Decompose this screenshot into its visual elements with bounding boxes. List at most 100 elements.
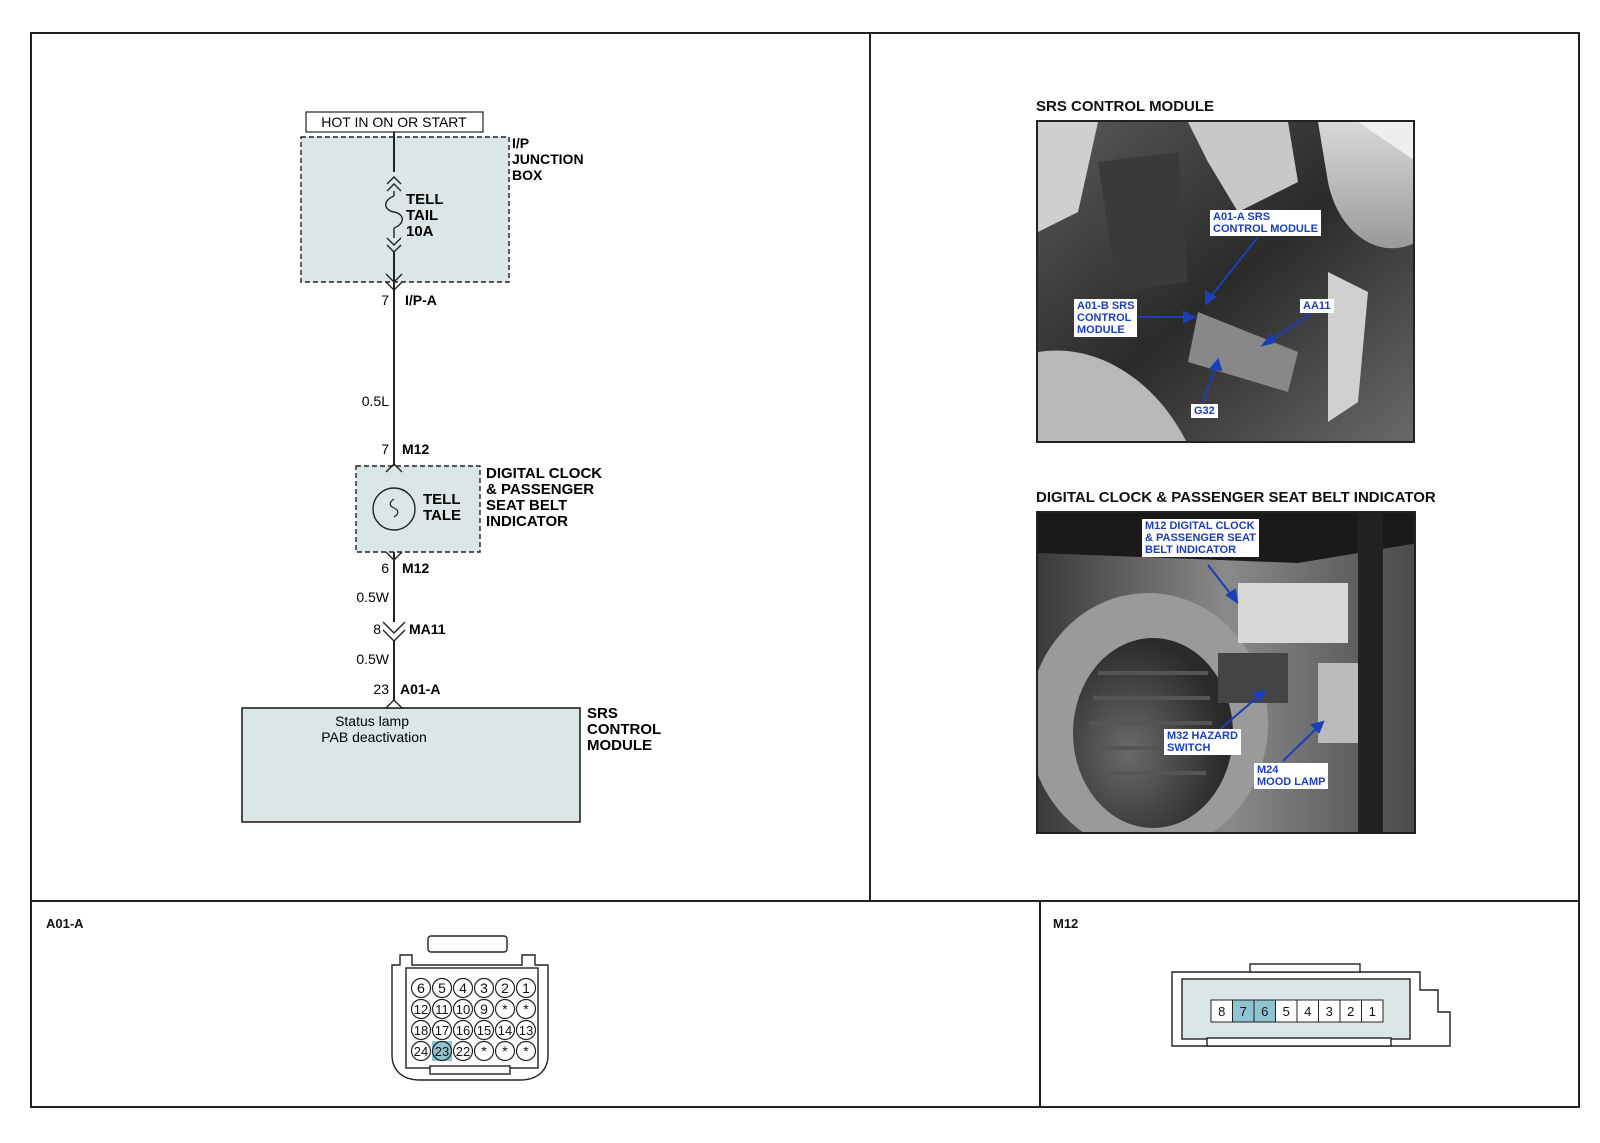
bottom-section-divider: [30, 900, 1580, 902]
lamp-label: TELL TALE: [423, 491, 464, 524]
pin-a01a-label: 9: [480, 1001, 488, 1017]
pin-a01a-22: [452, 1040, 474, 1062]
center-divider: [869, 32, 871, 902]
pin-a01a-label: 23: [435, 1044, 449, 1059]
pin-m12-label: 8: [1218, 1004, 1225, 1019]
pin-m12-bottom-connector: M12: [402, 560, 429, 576]
pin-a01a-5: [431, 977, 453, 999]
pin-ma11-connector: MA11: [409, 621, 446, 637]
wire-spec-2: 0.5W: [356, 589, 389, 605]
pin-a01a-label: 13: [519, 1023, 533, 1038]
pin-a01a-label: 18: [414, 1023, 428, 1038]
srs-module-label: SRS CONTROL MODULE: [587, 705, 665, 754]
callout-g32: G32: [1191, 404, 1218, 418]
junction-box-label: I/P JUNCTION BOX: [512, 135, 587, 183]
connector-mark-ipa: [385, 273, 403, 291]
clock-photo-title: DIGITAL CLOCK & PASSENGER SEAT BELT INDI…: [1036, 489, 1436, 506]
srs-module-box: [241, 707, 581, 823]
callout-m24-mood: M24 MOOD LAMP: [1254, 763, 1329, 789]
callout-m12-clock: M12 DIGITAL CLOCK & PASSENGER SEAT BELT …: [1142, 519, 1259, 557]
srs-photo-scene: [1038, 122, 1413, 441]
pin-a01a-23: [431, 1040, 453, 1062]
pin-m12-label: 7: [1240, 1004, 1247, 1019]
junction-box: [300, 136, 510, 283]
pin-a01a-label: 15: [477, 1023, 491, 1038]
pin-a01a-13: [515, 1019, 537, 1041]
pin-m12-label: 1: [1369, 1004, 1376, 1019]
wire-spec-1: 0.5L: [362, 393, 389, 409]
pin-m12-bottom-number: 6: [381, 560, 389, 576]
fuse-icon: [385, 172, 403, 253]
page-frame: [30, 32, 1580, 1108]
pin-ipa-connector: I/P-A: [405, 292, 437, 308]
pin-a01a-label: 4: [459, 980, 467, 996]
pin-m12-label: 5: [1283, 1004, 1290, 1019]
connector-m12-title: M12: [1053, 916, 1079, 931]
pin-a01a-3: [473, 977, 495, 999]
srs-module-photo: A01-A SRS CONTROL MODULE A01-B SRS CONTR…: [1036, 120, 1415, 443]
pin-a01a-*: [515, 998, 537, 1020]
pin-a01a-*: [494, 1040, 516, 1062]
indicator-label: DIGITAL CLOCK & PASSENGER SEAT BELT INDI…: [486, 465, 606, 530]
pin-a01a-15: [473, 1019, 495, 1041]
pin-a01a-label: 1: [522, 980, 530, 996]
pin-a01a-17: [431, 1019, 453, 1041]
pin-m12-top-connector: M12: [402, 441, 429, 457]
connector-mark-ma11: [382, 621, 406, 642]
pin-a01a-4: [452, 977, 474, 999]
pin-a01a-label: *: [481, 1043, 487, 1059]
pin-a01a-label: 17: [435, 1023, 449, 1038]
connector-divider: [1039, 900, 1041, 1108]
pin-a01a-11: [431, 998, 453, 1020]
pin-a01-connector: A01-A: [400, 681, 440, 697]
pin-a01a-label: *: [502, 1001, 508, 1017]
fuse-label: TELL TAIL 10A: [406, 191, 447, 240]
connector-mark-m12-bottom: [385, 551, 403, 561]
callout-aa11: AA11: [1300, 299, 1334, 313]
pin-a01a-label: 14: [498, 1023, 512, 1038]
pin-a01a-label: 5: [438, 980, 446, 996]
pin-a01a-label: 3: [480, 980, 488, 996]
pin-a01a-label: 2: [501, 980, 509, 996]
power-source-label: HOT IN ON OR START: [321, 114, 467, 130]
pin-m12-label: 2: [1347, 1004, 1354, 1019]
pin-m12-label: 4: [1304, 1004, 1311, 1019]
callout-m32-hazard: M32 HAZARD SWITCH: [1164, 729, 1241, 755]
pin-a01a-label: *: [502, 1043, 508, 1059]
pin-a01a-label: 11: [435, 1002, 449, 1017]
lamp-icon: [372, 487, 416, 531]
pin-a01a-18: [410, 1019, 432, 1041]
pin-a01a-label: 22: [456, 1044, 470, 1059]
pin-a01a-1: [515, 977, 537, 999]
pin-a01a-2: [494, 977, 516, 999]
pin-a01a-12: [410, 998, 432, 1020]
pin-a01a-*: [515, 1040, 537, 1062]
pin-ipa-number: 7: [381, 292, 389, 308]
pin-a01a-*: [494, 998, 516, 1020]
pin-a01a-label: 10: [456, 1002, 470, 1017]
connector-mark-m12-top: [385, 463, 403, 473]
pin-a01a-14: [494, 1019, 516, 1041]
pin-m12-top-number: 7: [381, 441, 389, 457]
pin-a01a-16: [452, 1019, 474, 1041]
srs-photo-title: SRS CONTROL MODULE: [1036, 98, 1215, 115]
pin-m12-label: 3: [1326, 1004, 1333, 1019]
pin-a01a-*: [473, 1040, 495, 1062]
pin-a01a-9: [473, 998, 495, 1020]
srs-module-text: Status lamp PAB deactivation: [321, 713, 427, 745]
callout-a01b-srs: A01-B SRS CONTROL MODULE: [1074, 299, 1138, 337]
pin-a01a-label: *: [523, 1001, 529, 1017]
pin-a01a-label: 12: [414, 1002, 428, 1017]
wire-spec-3: 0.5W: [356, 651, 389, 667]
pin-m12-label: 6: [1261, 1004, 1268, 1019]
connector-mark-a01: [384, 699, 404, 709]
pin-a01a-label: 16: [456, 1023, 470, 1038]
lamp-filament-icon: [389, 498, 399, 518]
pin-a01a-label: *: [523, 1043, 529, 1059]
pin-a01-number: 23: [373, 681, 389, 697]
callout-a01a-srs: A01-A SRS CONTROL MODULE: [1210, 210, 1321, 236]
